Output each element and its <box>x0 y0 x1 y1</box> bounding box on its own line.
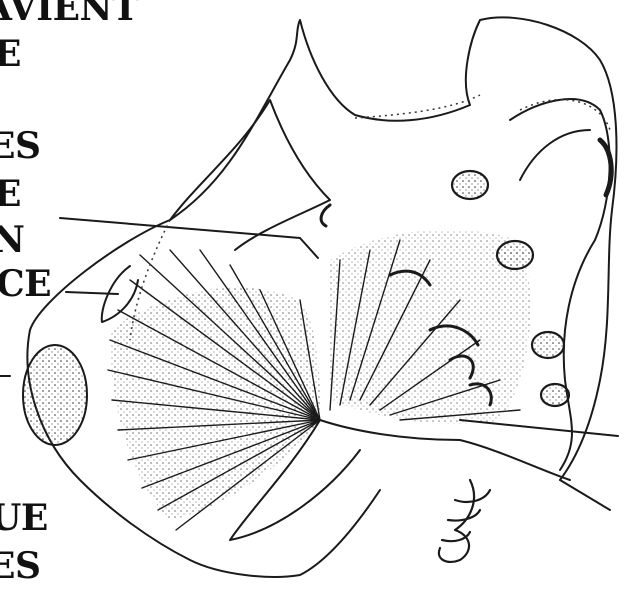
lower-right-line <box>560 480 610 510</box>
ligament-upper <box>170 100 330 250</box>
ischial-notch <box>102 266 138 322</box>
obturator-foramen <box>23 345 87 445</box>
sacrum-inner <box>520 130 590 180</box>
anococcygeal-ligament <box>320 420 570 480</box>
leader-line-2 <box>66 292 118 294</box>
muscle-shading <box>110 288 320 520</box>
coccyx <box>439 480 490 562</box>
